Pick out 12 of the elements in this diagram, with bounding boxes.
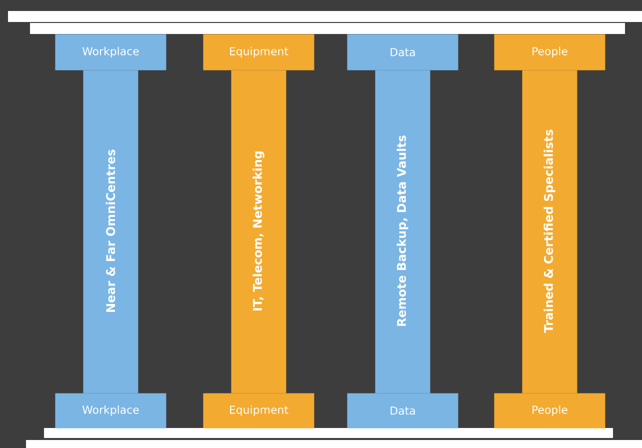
pillar-base: Equipment — [203, 393, 314, 428]
shaft-label: Remote Backup, Data Vaults — [396, 136, 408, 326]
shaft-label: IT, Telecom, Networking — [252, 152, 264, 310]
pillar-capital: Data — [347, 34, 458, 70]
pillar-capital: Workplace — [55, 34, 166, 70]
pillar-base: Data — [347, 393, 458, 428]
pillar-capital: Equipment — [203, 34, 314, 70]
pillar-base: People — [494, 393, 606, 428]
shaft-label: Near & Far OmniCentres — [106, 150, 116, 312]
pillar-base: Workplace — [55, 393, 166, 428]
shaft-label: Trained & Certified Specialists — [544, 130, 556, 333]
pillar-capital: People — [494, 34, 606, 70]
